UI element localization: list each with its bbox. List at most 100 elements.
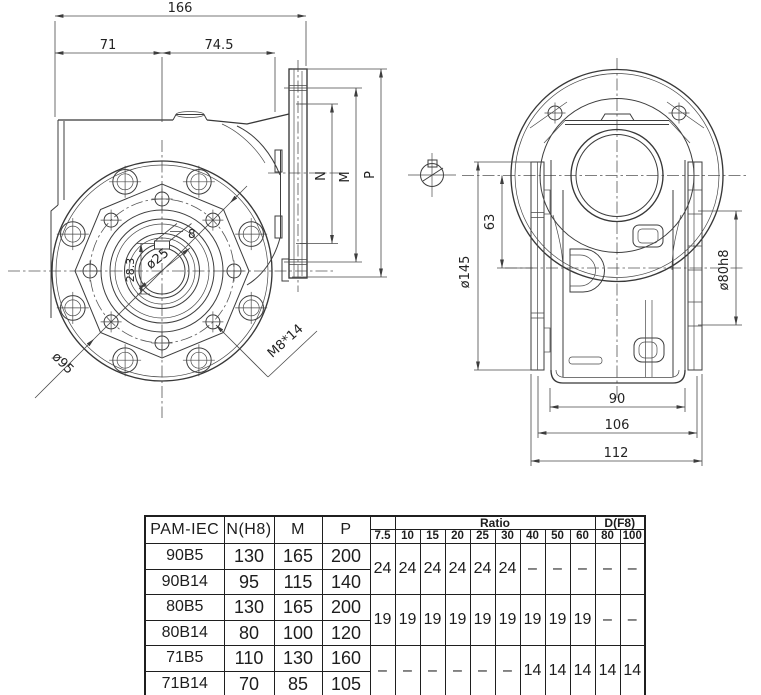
cell-m: 165 bbox=[273, 543, 323, 570]
ratio-cell: – bbox=[594, 543, 621, 595]
ratio-col-100: 100 bbox=[619, 529, 646, 544]
cell-p: 200 bbox=[321, 543, 371, 570]
ratio-cell: 14 bbox=[519, 645, 546, 695]
front-view-drawing: 166 71 74.5 N M P ø95 bbox=[8, 1, 387, 418]
thread-callout-m8: M8*14 bbox=[215, 322, 318, 378]
cell-p: 105 bbox=[321, 670, 371, 695]
cell-p: 120 bbox=[321, 619, 371, 646]
housing-face-octagon bbox=[74, 183, 250, 359]
ratio-cell: – bbox=[594, 594, 621, 646]
cell-p: 140 bbox=[321, 568, 371, 595]
ratio-cell: – bbox=[444, 645, 471, 695]
ratio-cell: 19 bbox=[444, 594, 471, 646]
col-header-n-h8: N(H8) bbox=[223, 515, 275, 544]
cell-m: 165 bbox=[273, 594, 323, 621]
dim-71-label: 71 bbox=[100, 38, 117, 53]
ratio-col-20: 20 bbox=[444, 529, 471, 544]
dimension-90-106-112: 90 106 112 bbox=[530, 374, 703, 466]
dimension-NMP: N M P bbox=[284, 68, 387, 278]
ratio-col-80: 80 bbox=[594, 529, 621, 544]
dimension-63: 63 bbox=[483, 175, 533, 269]
dim-90-label: 90 bbox=[609, 392, 626, 407]
ratio-cell: 19 bbox=[369, 594, 396, 646]
table-row: 90B14 95 115 140 bbox=[144, 568, 645, 595]
ratio-cell: 19 bbox=[494, 594, 521, 646]
cell-pam: 71B14 bbox=[144, 670, 225, 695]
cell-pam: 80B5 bbox=[144, 594, 225, 621]
cell-pam: 90B14 bbox=[144, 568, 225, 595]
ratio-cell: 14 bbox=[569, 645, 596, 695]
dim-d145-label: ø145 bbox=[458, 256, 473, 289]
ratio-cell: – bbox=[569, 543, 596, 595]
dim-P-label: P bbox=[363, 171, 378, 179]
ratio-col-60: 60 bbox=[569, 529, 596, 544]
col-header-p: P bbox=[321, 515, 371, 544]
cell-n: 130 bbox=[223, 594, 275, 621]
dim-d25-label: ø25 bbox=[144, 246, 173, 273]
ratio-cell: 14 bbox=[544, 645, 571, 695]
ratio-cell: 19 bbox=[519, 594, 546, 646]
dim-74_5-label: 74.5 bbox=[205, 38, 234, 53]
cell-p: 200 bbox=[321, 594, 371, 621]
dim-63-label: 63 bbox=[483, 214, 498, 231]
header-spacer-cell bbox=[369, 515, 396, 530]
ratio-cell: – bbox=[519, 543, 546, 595]
drain-plug-detail bbox=[633, 337, 665, 363]
dimension-71-74_5: 71 74.5 bbox=[54, 38, 276, 122]
ratio-cell: 24 bbox=[369, 543, 396, 595]
cell-pam: 90B5 bbox=[144, 543, 225, 570]
dim-8-label: 8 bbox=[188, 227, 196, 241]
cell-pam: 71B5 bbox=[144, 645, 225, 672]
table-row: 90B5 130 165 200 24 24 24 24 24 24 – – –… bbox=[144, 543, 646, 595]
dimension-145: ø145 bbox=[458, 161, 532, 371]
ratio-cell: 24 bbox=[419, 543, 446, 595]
output-flange-far bbox=[687, 161, 703, 371]
ratio-col-7_5: 7.5 bbox=[369, 529, 396, 544]
ratio-col-50: 50 bbox=[544, 529, 571, 544]
cell-m: 130 bbox=[273, 645, 323, 672]
dim-166-label: 166 bbox=[168, 1, 193, 16]
side-view-drawing: ø145 63 ø80h8 90 106 112 bbox=[408, 58, 748, 466]
oil-plug-detail bbox=[632, 224, 664, 248]
ratio-cell: – bbox=[619, 594, 646, 646]
table-row: 80B5 130 165 200 19 19 19 19 19 19 19 19… bbox=[144, 594, 646, 646]
cell-n: 95 bbox=[223, 568, 275, 595]
ratio-cell: – bbox=[419, 645, 446, 695]
ratio-cell: 19 bbox=[394, 594, 421, 646]
ratio-cell: – bbox=[394, 645, 421, 695]
dim-28_3-label: 28.3 bbox=[124, 258, 137, 283]
ratio-cell: 14 bbox=[594, 645, 621, 695]
pam-flange-spec-table: PAM-IEC N(H8) M P Ratio D(F8) 7.5 10 15 … bbox=[144, 515, 646, 695]
ratio-cell: 24 bbox=[469, 543, 496, 595]
dim-d80h8-label: ø80h8 bbox=[717, 249, 732, 290]
cell-p: 160 bbox=[321, 645, 371, 672]
rib-detail bbox=[569, 248, 605, 293]
ratio-col-40: 40 bbox=[519, 529, 546, 544]
dim-112-label: 112 bbox=[604, 446, 629, 461]
cell-pam: 80B14 bbox=[144, 619, 225, 646]
df8-group-header: D(F8) bbox=[594, 515, 646, 530]
ratio-cell: 14 bbox=[619, 645, 646, 695]
ratio-col-30: 30 bbox=[494, 529, 521, 544]
col-header-pam-iec: PAM-IEC bbox=[144, 515, 225, 544]
dim-m8-label: M8*14 bbox=[265, 322, 307, 362]
cell-m: 85 bbox=[273, 670, 323, 695]
ratio-cell: 24 bbox=[444, 543, 471, 595]
dimension-80h8: ø80h8 bbox=[698, 210, 742, 326]
ratio-cell: 19 bbox=[544, 594, 571, 646]
ratio-cell: – bbox=[369, 645, 396, 695]
ratio-cell: 19 bbox=[469, 594, 496, 646]
table-row: 71B5 110 130 160 – – – – – – 14 14 14 14… bbox=[144, 645, 646, 695]
cell-m: 115 bbox=[273, 568, 323, 595]
ratio-cell: 19 bbox=[569, 594, 596, 646]
cell-m: 100 bbox=[273, 619, 323, 646]
bore-dimensions: 28.3 8 ø25 bbox=[124, 223, 196, 295]
ratio-group-header: Ratio bbox=[394, 515, 596, 530]
dim-d95-label: ø95 bbox=[49, 350, 77, 378]
cell-n: 80 bbox=[223, 619, 275, 646]
ratio-col-15: 15 bbox=[419, 529, 446, 544]
ratio-cell: – bbox=[494, 645, 521, 695]
ratio-cell: – bbox=[619, 543, 646, 595]
ratio-cell: 19 bbox=[419, 594, 446, 646]
cell-n: 110 bbox=[223, 645, 275, 672]
